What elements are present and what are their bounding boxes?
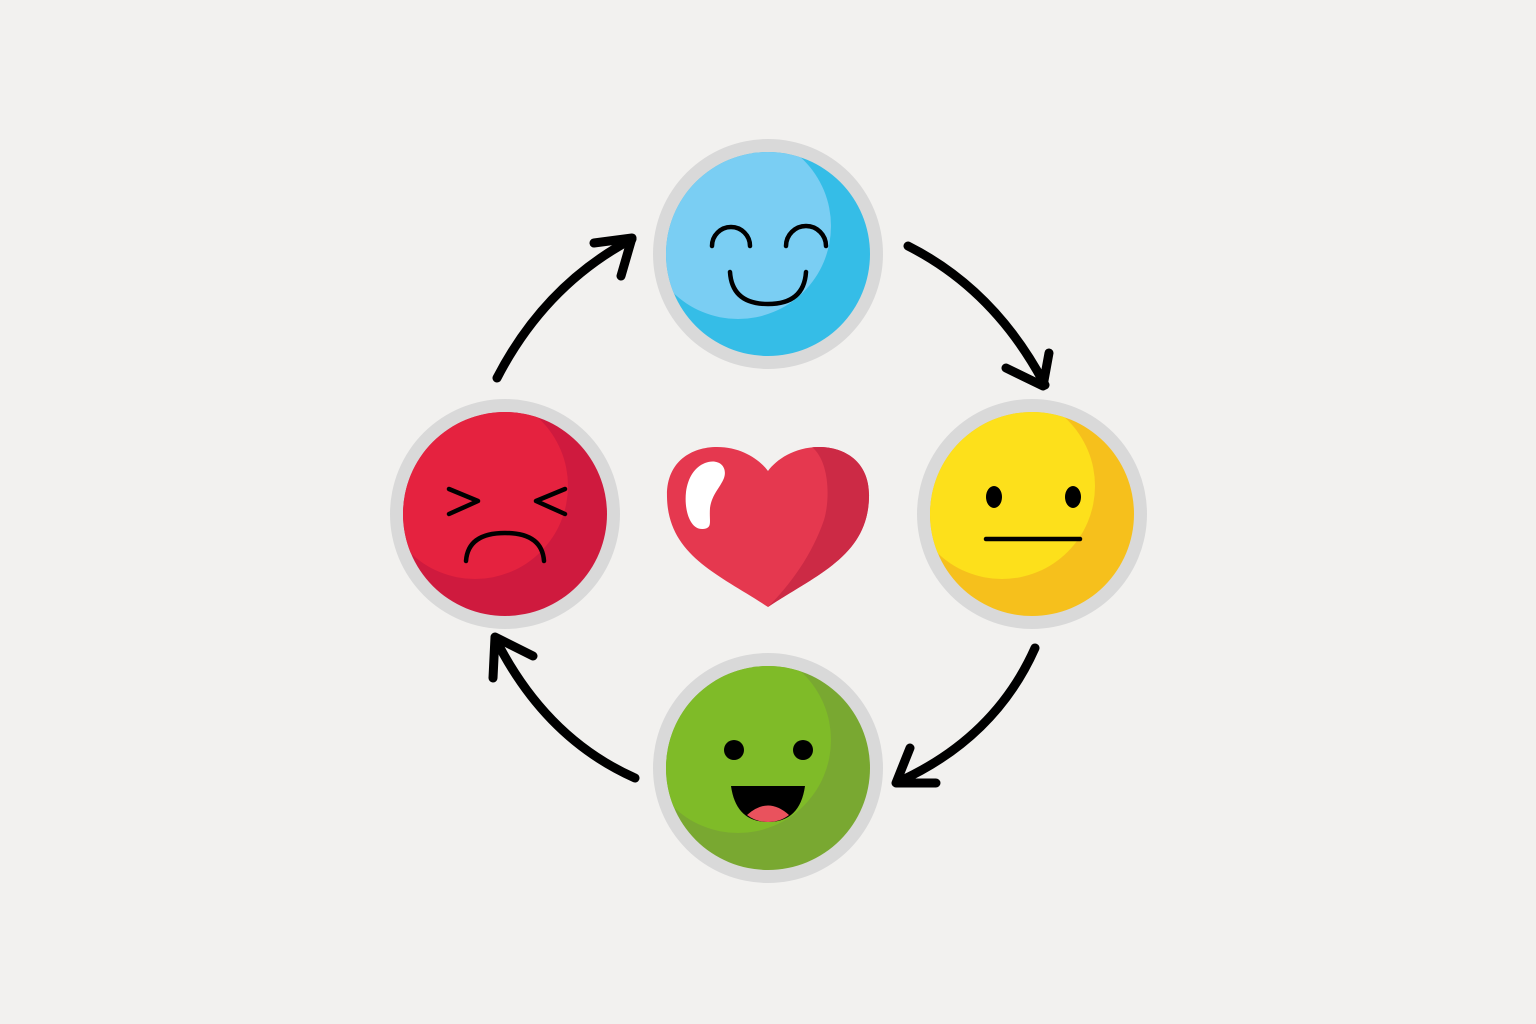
cycle-arrows: [488, 233, 1054, 788]
upset-face-icon: [390, 399, 620, 629]
arrow-right-to-bottom: [891, 643, 1040, 788]
arrow-bottom-to-left: [488, 632, 640, 783]
neutral-face-icon: [917, 399, 1147, 629]
arrow-left-to-top: [492, 233, 637, 383]
happy-face-icon: [653, 653, 883, 883]
arrow-top-to-right: [903, 241, 1054, 391]
content-face-icon: [653, 139, 883, 369]
